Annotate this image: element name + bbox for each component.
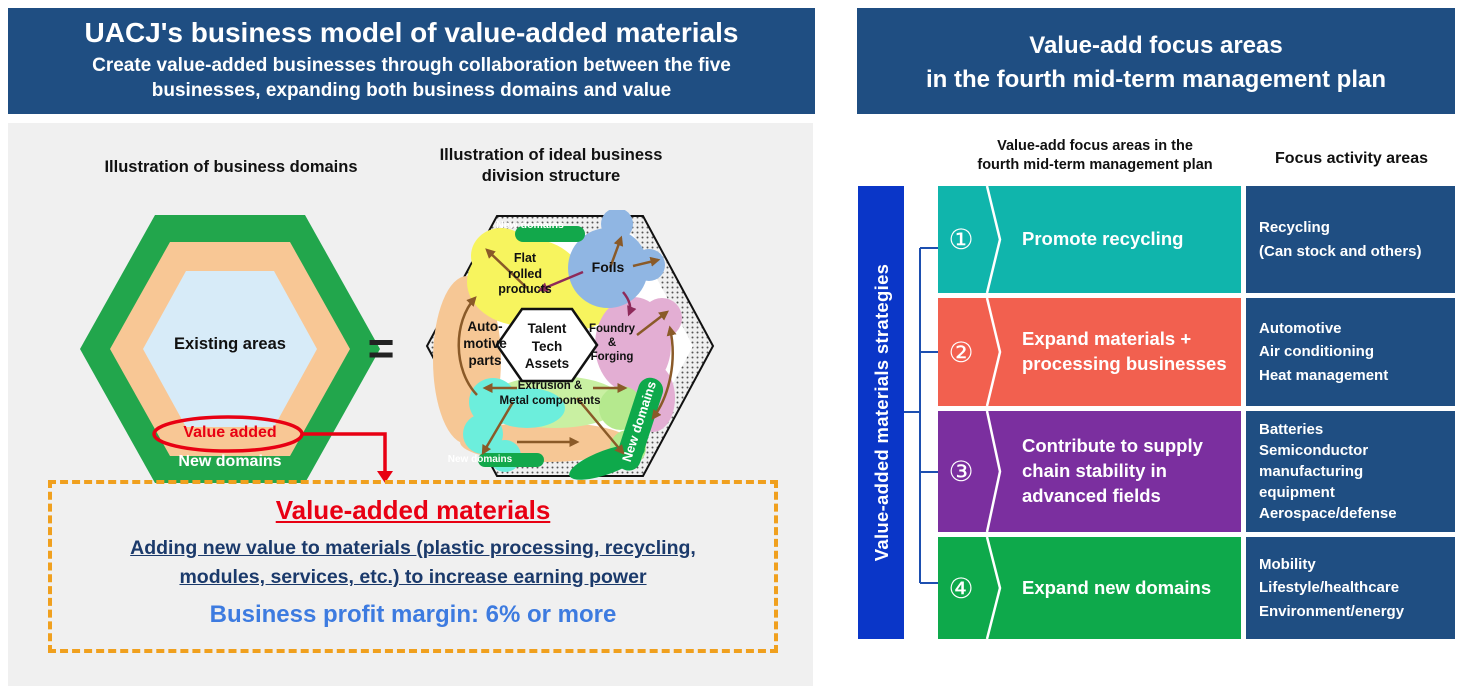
existing-areas-label: Existing areas [174, 335, 286, 353]
foils-blob [568, 210, 665, 308]
row-4-number: ④ [948, 572, 974, 604]
row-2-label: Expand materials + processing businesses [1022, 328, 1227, 374]
callout-title: Value-added materials [275, 495, 551, 525]
strategy-row-3: ③ Contribute to supply chain stability i… [938, 411, 1241, 532]
strategy-row-1: ① Promote recycling [938, 186, 1241, 293]
row-3-label: Contribute to supply chain stability in … [1022, 435, 1203, 506]
flat-rolled-label: Flat rolled products [498, 251, 552, 297]
new-domains-bottom-pill [478, 453, 544, 467]
right-header: Value-add focus areas in the fourth mid-… [857, 8, 1455, 114]
strategy-row-2: ② Expand materials + processing business… [938, 298, 1241, 406]
row-3-number: ③ [948, 456, 974, 487]
equals-sign: = [367, 322, 395, 374]
business-domains-label: Illustration of business domains [104, 158, 358, 176]
left-title: UACJ's business model of value-added mat… [84, 17, 739, 48]
chevron-divider-icon [984, 298, 1004, 406]
row-4-label: Expand new domains [1022, 576, 1212, 598]
strategy-bracket [904, 247, 938, 584]
left-header: UACJ's business model of value-added mat… [8, 8, 815, 114]
focus-box-4: Mobility Lifestyle/healthcare Environmen… [1246, 537, 1455, 639]
callout-body: Adding new value to materials (plastic p… [130, 537, 696, 589]
chevron-divider-icon [984, 186, 1004, 293]
chevron-divider-icon [984, 537, 1004, 639]
strategies-bar-label: Value-added materials strategies [871, 263, 892, 562]
extrusion-label: Extrusion & Metal components [499, 380, 601, 407]
callout-profit: Business profit margin: 6% or more [209, 600, 617, 628]
focus-box-2: Automotive Air conditioning Heat managem… [1246, 298, 1455, 406]
new-domains-top-label: New domains [496, 219, 564, 231]
value-added-callout: Value-added materials Adding new value t… [48, 480, 778, 653]
row-1-label: Promote recycling [1022, 228, 1184, 250]
existing-areas-hexagon [143, 271, 317, 427]
focus-box-1: Recycling (Can stock and others) [1246, 186, 1455, 293]
strategy-row-4: ④ Expand new domains [938, 537, 1241, 639]
foundry-label: Foundry & Forging [589, 323, 635, 363]
new-domains-top-pill [515, 226, 585, 242]
automotive-label: Auto- motive parts [463, 319, 507, 368]
row-1-number: ① [948, 224, 974, 255]
focus-box-3: Batteries Semiconductor manufacturing eq… [1246, 411, 1455, 532]
new-domains-bottom-label: New domains [447, 454, 513, 465]
focus-areas-column-header: Value-add focus areas in the fourth mid-… [977, 138, 1213, 173]
new-domains-banner-shape [569, 377, 664, 480]
strategies-bar [858, 186, 904, 639]
foils-label: Foils [591, 259, 625, 275]
business-model-panel: Illustration of business domains Illustr… [8, 123, 813, 686]
right-title: Value-add focus areas in the fourth mid-… [925, 32, 1387, 94]
left-subtitle: Create value-added businesses through co… [92, 55, 731, 102]
activity-areas-column-header: Focus activity areas [1275, 150, 1428, 167]
flow-arrows [457, 235, 677, 456]
division-structure-hexagon [425, 210, 715, 480]
chevron-divider-icon [984, 411, 1004, 532]
row-2-number: ② [948, 336, 974, 368]
talent-hexagon [495, 307, 599, 383]
talent-label: Talent Tech Assets [524, 321, 570, 372]
new-domains-label: New domains [178, 453, 282, 470]
collaboration-arrows [537, 270, 637, 317]
division-structure-label: Illustration of ideal business division … [439, 146, 663, 186]
value-added-label: Value added [183, 424, 277, 441]
